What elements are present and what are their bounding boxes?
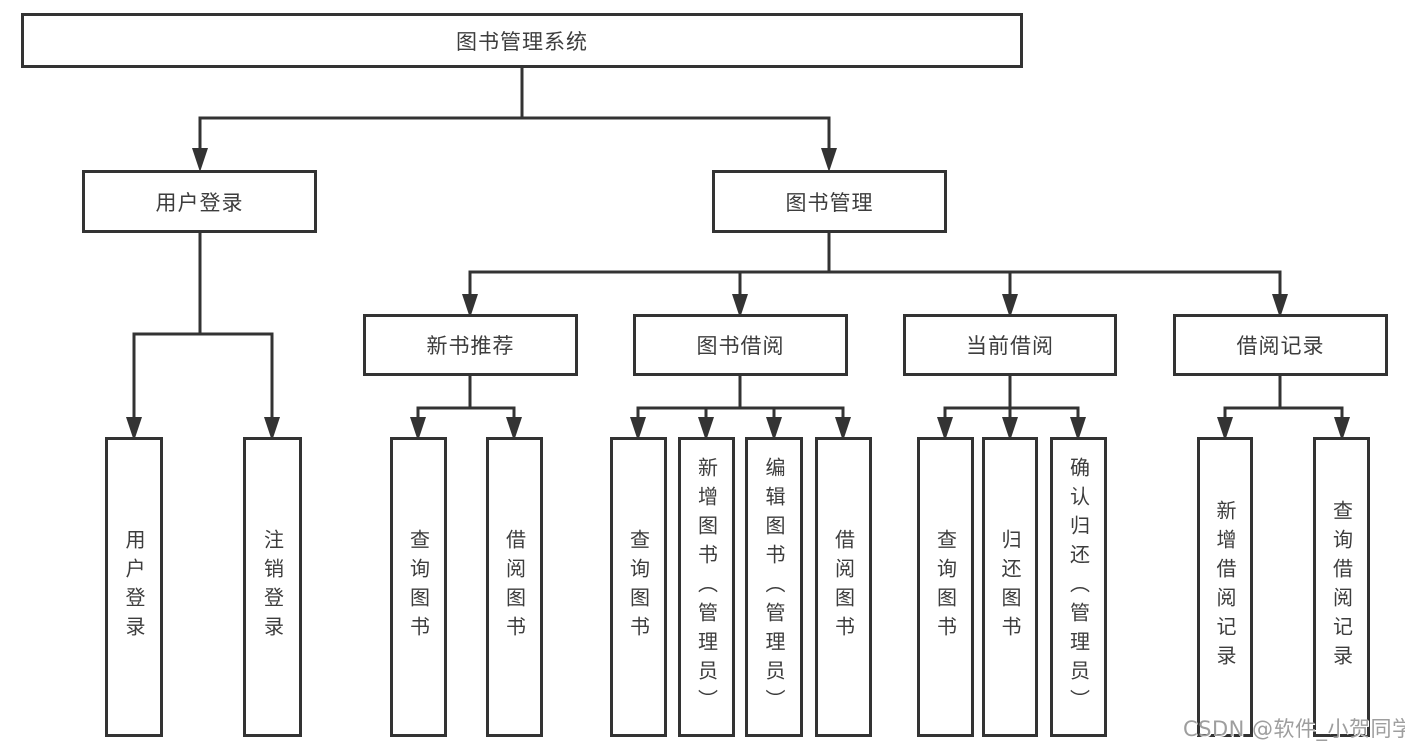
- leaf-confirm-return-admin-label: 确认归还（管理员）: [1066, 456, 1091, 718]
- node-current-borrow-label: 当前借阅: [966, 334, 1054, 358]
- leaf-recommend-query-book-label: 查询图书: [406, 529, 431, 645]
- leaf-current-query-book-label: 查询图书: [933, 529, 958, 645]
- leaf-return-book-label: 归还图书: [998, 529, 1022, 645]
- leaf-confirm-return-admin: 确认归还（管理员）: [1050, 437, 1107, 737]
- node-current-borrow: 当前借阅: [903, 314, 1117, 376]
- leaf-recommend-borrow-book: 借阅图书: [486, 437, 543, 737]
- leaf-edit-book-admin: 编辑图书（管理员）: [745, 437, 803, 737]
- leaf-add-book-admin-label: 新增图书（管理员）: [694, 456, 719, 718]
- node-root-library-system: 图书管理系统: [21, 13, 1023, 68]
- leaf-borrow-query-book: 查询图书: [610, 437, 667, 737]
- node-book-borrow: 图书借阅: [633, 314, 848, 376]
- node-book-management: 图书管理: [712, 170, 947, 233]
- leaf-borrow-query-book-label: 查询图书: [626, 529, 651, 645]
- node-root-label: 图书管理系统: [456, 29, 588, 54]
- leaf-add-book-admin: 新增图书（管理员）: [678, 437, 735, 737]
- node-user-login: 用户登录: [82, 170, 317, 233]
- leaf-recommend-query-book: 查询图书: [390, 437, 447, 737]
- node-book-borrow-label: 图书借阅: [696, 334, 785, 358]
- leaf-return-book: 归还图书: [982, 437, 1038, 737]
- csdn-watermark: CSDN @软件_小贺同学: [1183, 717, 1405, 741]
- leaf-current-query-book: 查询图书: [917, 437, 974, 737]
- leaf-user-login: 用户登录: [105, 437, 163, 737]
- node-borrow-records-label: 借阅记录: [1236, 334, 1325, 358]
- leaf-recommend-borrow-book-label: 借阅图书: [502, 529, 527, 645]
- node-user-login-label: 用户登录: [155, 190, 244, 215]
- leaf-edit-book-admin-label: 编辑图书（管理员）: [762, 456, 786, 718]
- leaf-user-login-label: 用户登录: [122, 529, 146, 645]
- node-book-management-label: 图书管理: [785, 190, 874, 215]
- node-new-book-recommend-label: 新书推荐: [426, 334, 515, 358]
- leaf-add-borrow-record: 新增借阅记录: [1197, 437, 1253, 737]
- leaf-logout-label: 注销登录: [260, 529, 285, 645]
- leaf-query-borrow-record-label: 查询借阅记录: [1329, 500, 1354, 674]
- node-borrow-records: 借阅记录: [1173, 314, 1388, 376]
- leaf-query-borrow-record: 查询借阅记录: [1313, 437, 1370, 737]
- node-new-book-recommend: 新书推荐: [363, 314, 578, 376]
- leaf-borrow-book: 借阅图书: [815, 437, 872, 737]
- leaf-logout: 注销登录: [243, 437, 302, 737]
- leaf-add-borrow-record-label: 新增借阅记录: [1213, 500, 1237, 674]
- leaf-borrow-book-label: 借阅图书: [831, 529, 856, 645]
